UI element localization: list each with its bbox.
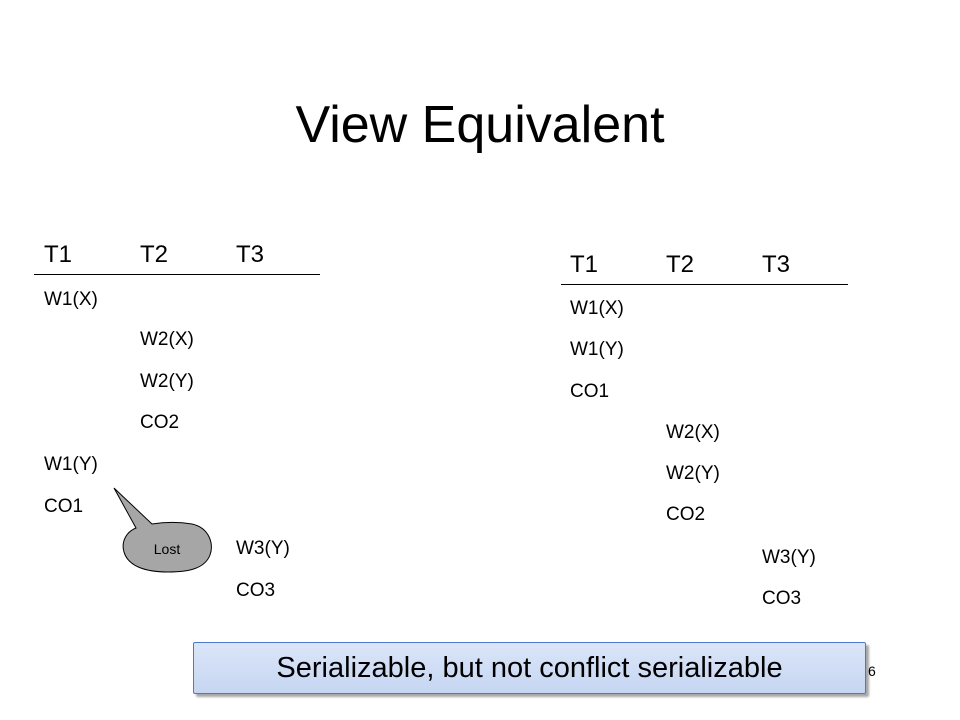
- right-op: W1(Y): [570, 339, 624, 360]
- left-op: CO2: [140, 412, 180, 433]
- right-op: W3(Y): [762, 547, 816, 568]
- right-op: W2(Y): [666, 463, 720, 484]
- left-op: W1(X): [44, 289, 98, 310]
- right-op: W2(X): [666, 422, 720, 443]
- left-op: CO1: [44, 496, 84, 517]
- slide-title: View Equivalent: [295, 96, 665, 154]
- left-op: W2(Y): [140, 371, 194, 392]
- right-op: CO3: [762, 588, 802, 609]
- left-op: W1(Y): [44, 454, 98, 475]
- left-op: W2(X): [140, 329, 194, 350]
- right-header-t3: T3: [762, 251, 791, 278]
- lost-callout-label: Lost: [153, 541, 181, 557]
- left-header-t3: T3: [236, 241, 265, 268]
- left-header-t1: T1: [44, 241, 73, 268]
- right-op: W1(X): [570, 298, 624, 319]
- left-op: W3(Y): [236, 538, 290, 559]
- right-op: CO2: [666, 504, 706, 525]
- conclusion-banner: Serializable, but not conflict serializa…: [193, 642, 866, 694]
- left-header-t2: T2: [140, 241, 169, 268]
- right-op: CO1: [570, 381, 610, 402]
- page-number: 6: [868, 663, 876, 679]
- right-header-t2: T2: [666, 251, 695, 278]
- left-op: CO3: [236, 580, 276, 601]
- right-header-t1: T1: [570, 251, 599, 278]
- right-header-divider: [561, 284, 848, 285]
- left-header-divider: [34, 274, 320, 275]
